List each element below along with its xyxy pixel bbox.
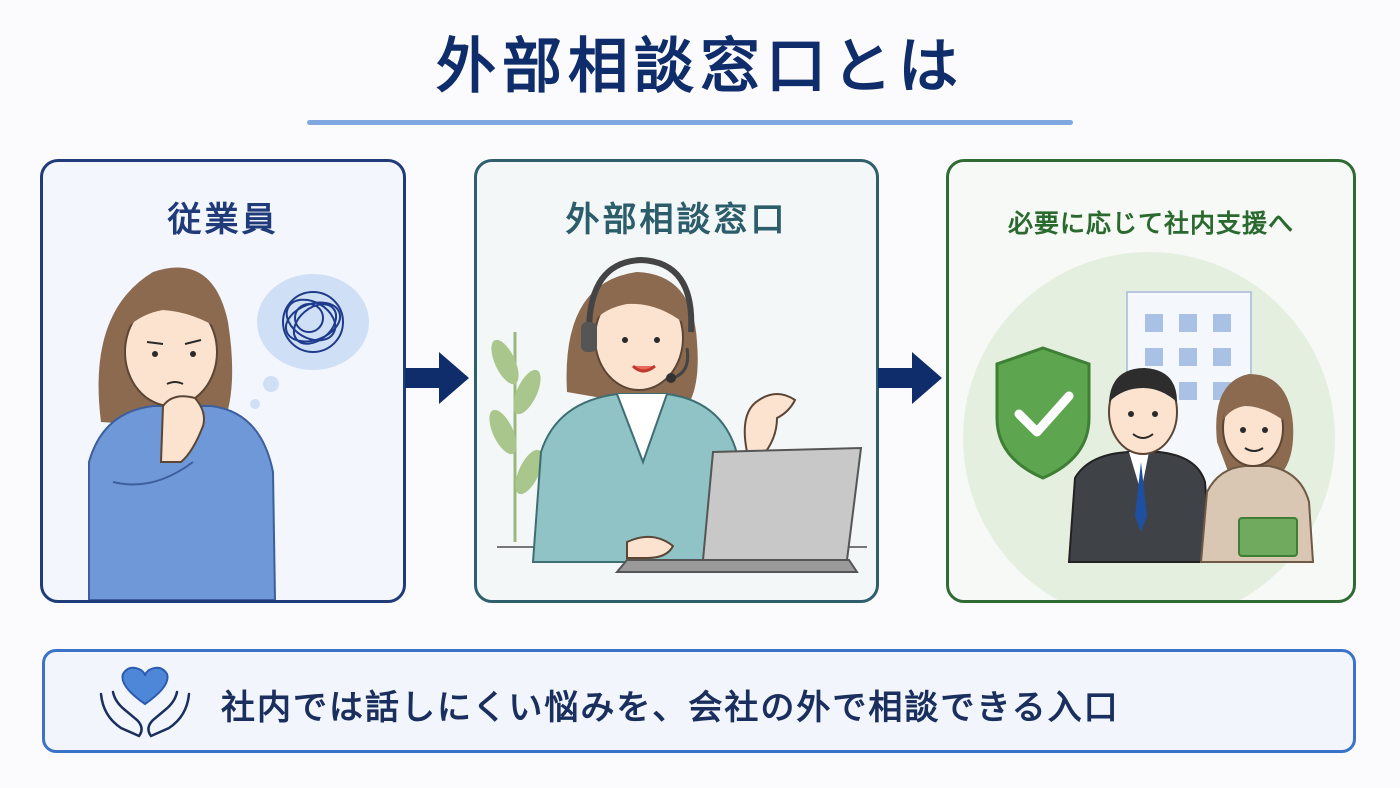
heart-hands-icon [99,666,191,738]
footer-text: 社内では話しにくい悩みを、会社の外で相談できる入口 [221,688,1120,728]
tangled-thought-icon [282,291,344,353]
headset-counselor-illustration [489,256,867,573]
panel-employee-heading: 従業員 [167,200,279,240]
arrow-right-icon [405,352,469,404]
panel-internal-support: 必要に応じて社内支援へ [946,159,1356,603]
worried-employee-illustration [88,267,369,600]
panel-counselor-heading: 外部相談窓口 [565,200,788,240]
panel-counselor: 外部相談窓口 [474,159,879,603]
support-team-illustration [963,252,1335,600]
arrow-right-icon [878,352,942,404]
panel-internal-support-heading: 必要に応じて社内支援へ [1007,209,1294,238]
page-title: 外部相談窓口とは [436,32,964,102]
panel-employee: 従業員 [40,159,406,603]
title-underline [307,120,1073,125]
footer-summary: 社内では話しにくい悩みを、会社の外で相談できる入口 [42,649,1356,753]
shield-check-icon [995,346,1091,480]
